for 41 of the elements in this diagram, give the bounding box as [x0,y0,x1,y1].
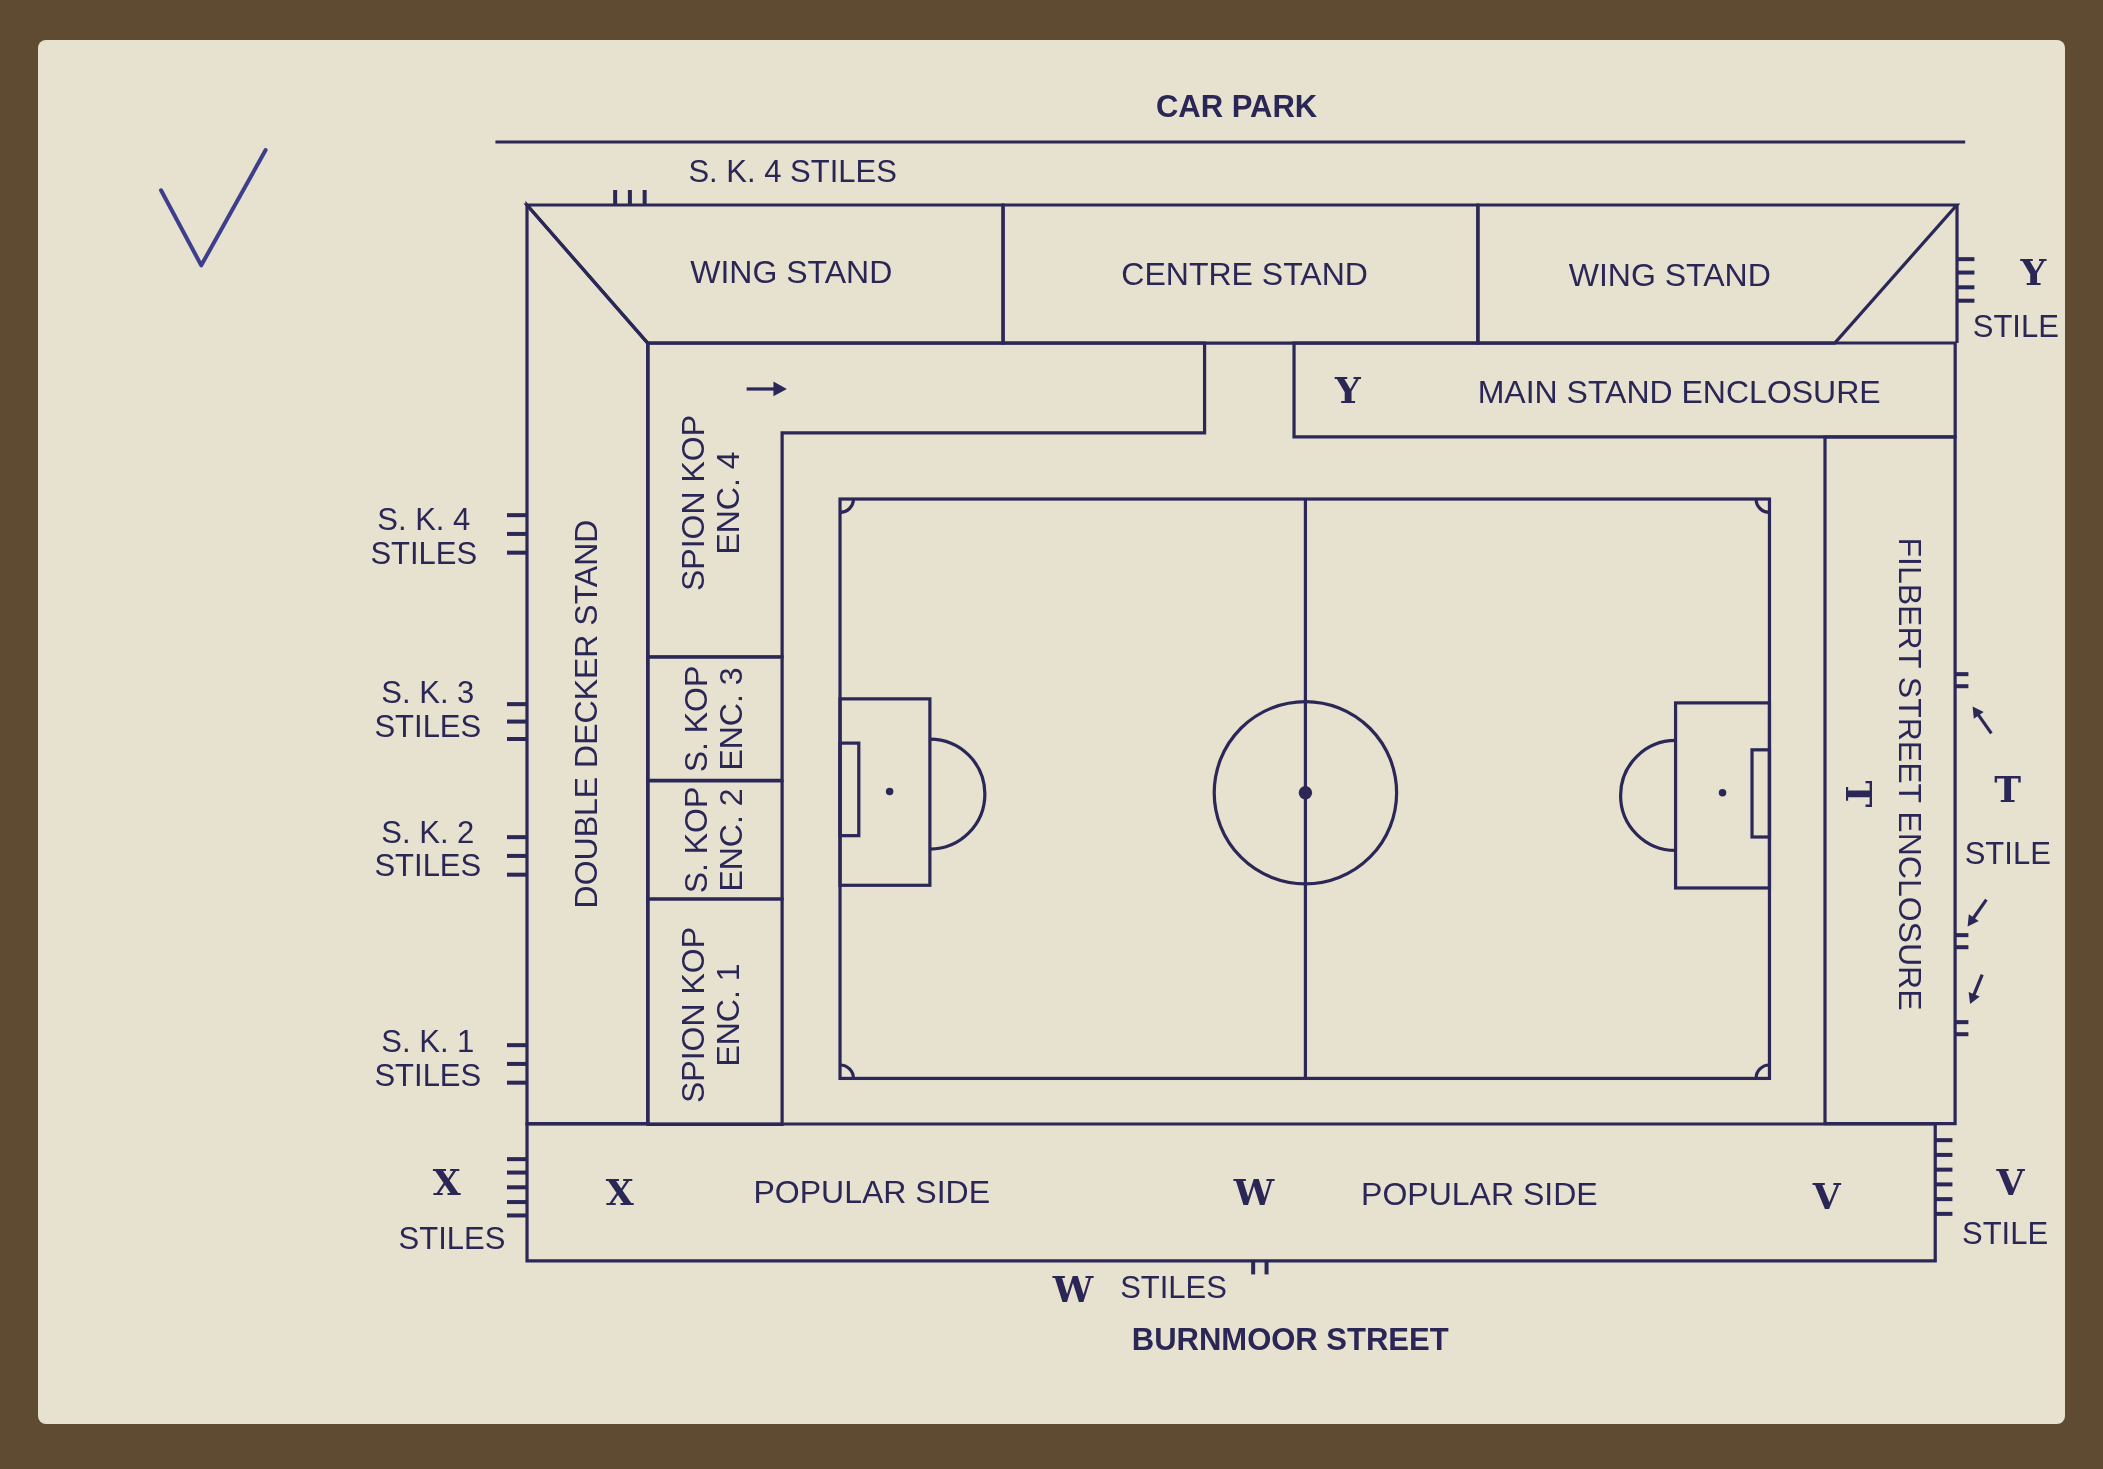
stile-label: STILE [1964,837,2051,872]
stile-label: S. K. 2 STILES [373,815,483,883]
section-name: SPION KOP ENC. 4 [676,413,746,593]
section-name: S. KOP ENC. 2 [678,785,749,895]
gate-letter: Y [1335,372,1361,409]
gate-letter: X [432,1163,461,1200]
stile-label: S. K. 4 STILES [369,503,479,570]
section-name: WING STAND [690,255,893,290]
seating-section [647,343,1205,658]
gate-letter: W [1052,1270,1094,1307]
gate-letter: X [605,1174,634,1211]
section-name: FILBERT STREET ENCLOSURE [1892,537,1928,1011]
gate-letter: Y [2020,254,2047,291]
section-name: MAIN STAND ENCLOSURE [1477,374,1881,409]
seating-section [647,780,782,899]
section-name: CENTRE STAND [1121,256,1368,291]
seating-section [647,657,782,781]
section-name: POPULAR SIDE [1361,1176,1598,1211]
stile-label: S. K. 4 STILES [688,154,897,189]
section-name: POPULAR SIDE [753,1175,990,1210]
stile-label: STILES [1120,1270,1227,1305]
place-label: CAR PARK [1155,90,1318,124]
stile-label: S. K. 3 STILES [373,676,483,743]
gate-letter: V [1996,1163,2025,1200]
stile-label: STILES [398,1222,506,1256]
section-name: SPION KOP ENC. 1 [676,926,746,1106]
section-name: S. KOP ENC. 3 [678,664,749,775]
gate-letter: T [1840,780,1877,808]
gate-letter: W [1233,1174,1275,1211]
seating-section [1003,205,1478,344]
seating-section [1294,343,1956,438]
stile-label: STILE [1972,310,2059,344]
seating-section [527,1123,1936,1261]
stile-label: STILE [1962,1217,2049,1251]
seating-section [647,898,782,1124]
gate-letter: V [1812,1178,1841,1215]
place-label: BURNMOOR STREET [1131,1323,1449,1357]
gate-letter: T [1994,770,2022,807]
section-name: WING STAND [1568,257,1771,293]
stile-label: S. K. 1 STILES [373,1024,483,1092]
seating-section [1825,437,1956,1124]
